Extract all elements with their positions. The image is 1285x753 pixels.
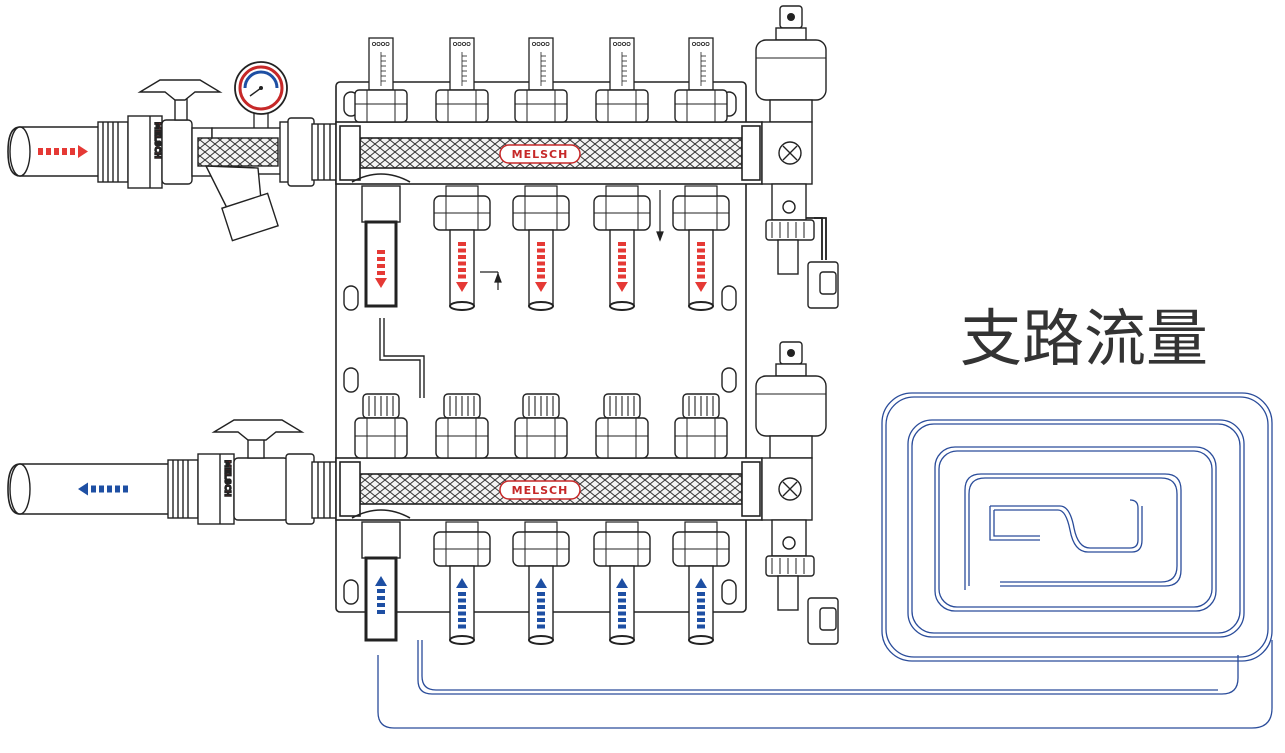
flowmeter-icon[interactable] (514, 37, 568, 123)
dimension-marks (480, 190, 664, 290)
supply-flow-arrow-icon (375, 250, 387, 288)
return-valve-cap-icon[interactable] (354, 393, 408, 459)
return-inlet (433, 521, 491, 645)
supply-manifold-bar: MELSCH (335, 121, 763, 185)
return-flow-arrow-icon (375, 576, 387, 614)
pressure-gauge-icon (234, 61, 288, 131)
supply-brand-logo: MELSCH (512, 148, 569, 161)
supply-inlet (7, 126, 111, 177)
return-ball-valve-icon: MELSCH (167, 419, 337, 525)
right-end-fittings (755, 5, 839, 645)
flowmeter-icon[interactable] (354, 37, 408, 123)
return-valve-group (354, 393, 728, 459)
supply-flow-arrow-icon (616, 242, 628, 292)
return-flow-arrow-icon (535, 578, 547, 629)
supply-flow-arrow-icon (456, 242, 468, 292)
return-brand-logo: MELSCH (512, 484, 569, 497)
drain-valve-icon[interactable] (765, 217, 839, 645)
flowmeter-icon[interactable] (674, 37, 728, 123)
return-flow-arrow-icon (456, 578, 468, 629)
flowmeter-group (354, 37, 728, 123)
return-manifold-bar: MELSCH (335, 457, 763, 521)
return-valve-cap-icon[interactable] (435, 393, 489, 459)
supply-ball-valve-icon: MELSCH (97, 79, 223, 189)
air-vent-icon[interactable] (755, 5, 827, 185)
loop-connection-pipes (377, 640, 1273, 729)
supply-flow-arrow-icon (695, 242, 707, 292)
supply-outlet-group (433, 185, 730, 311)
flowmeter-icon[interactable] (595, 37, 649, 123)
valve-brand-label: MELSCH (153, 122, 162, 159)
return-inlet (593, 521, 651, 645)
return-first-inlet (351, 509, 411, 642)
diagram-title: 支路流量 (960, 302, 1208, 375)
underfloor-loop-icon (881, 392, 1273, 662)
return-inlet (512, 521, 570, 645)
supply-arrow-icon (38, 145, 88, 158)
supply-flow-arrow-icon (535, 242, 547, 292)
flowmeter-icon[interactable] (435, 37, 489, 123)
drain-valve-icon[interactable] (765, 183, 839, 309)
return-arrow-icon (78, 482, 128, 496)
return-outlet (7, 463, 177, 515)
return-flow-arrow-icon (695, 578, 707, 629)
supply-outlet (593, 185, 651, 311)
return-inlet (672, 521, 730, 645)
return-valve-cap-icon[interactable] (595, 393, 649, 459)
supply-outlet (433, 185, 491, 311)
air-vent-icon[interactable] (755, 341, 827, 521)
supply-first-outlet (351, 173, 411, 308)
valve-brand-label: MELSCH (223, 460, 232, 497)
return-inlet-group (433, 521, 730, 645)
return-flow-arrow-icon (616, 578, 628, 629)
return-valve-cap-icon[interactable] (514, 393, 568, 459)
y-strainer-icon (197, 117, 337, 242)
supply-outlet (672, 185, 730, 311)
supply-outlet (512, 185, 570, 311)
return-valve-cap-icon[interactable] (674, 393, 728, 459)
